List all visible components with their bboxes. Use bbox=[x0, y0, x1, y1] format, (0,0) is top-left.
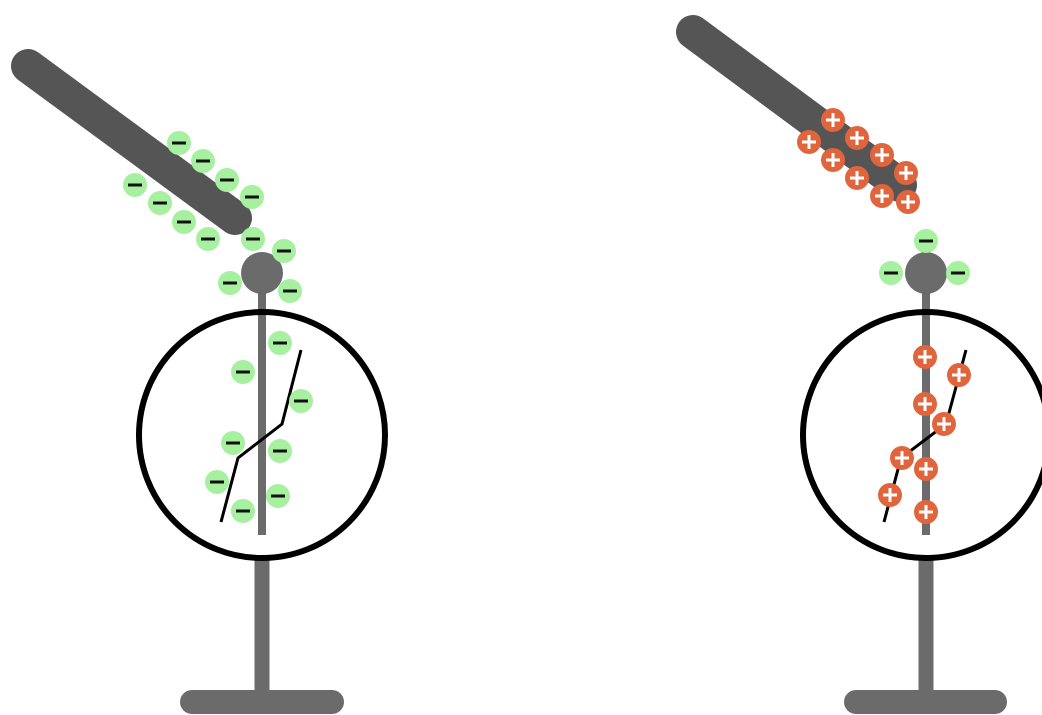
negative-charge-icon bbox=[218, 271, 242, 295]
negative-charge-icon bbox=[268, 331, 292, 355]
positive-charge-icon bbox=[821, 108, 845, 132]
electroscope-right bbox=[676, 15, 1042, 714]
positive-charge-icon bbox=[947, 363, 971, 387]
rod-charges-left bbox=[123, 131, 265, 251]
charges-right bbox=[797, 108, 971, 524]
rod-charges-right bbox=[797, 108, 920, 214]
negative-charge-icon bbox=[266, 484, 290, 508]
leaf-charges-left bbox=[205, 331, 313, 523]
negative-charge-icon bbox=[278, 279, 302, 303]
positive-charge-icon bbox=[896, 190, 920, 214]
knob-left bbox=[241, 252, 283, 294]
charges-left bbox=[123, 131, 313, 523]
negative-charge-icon bbox=[196, 227, 220, 251]
positive-charge-icon bbox=[890, 446, 914, 470]
negative-charge-icon bbox=[167, 131, 191, 155]
negative-charge-icon bbox=[231, 499, 255, 523]
positive-charge-icon bbox=[797, 130, 821, 154]
positive-charge-icon bbox=[932, 412, 956, 436]
negative-charge-icon bbox=[272, 239, 296, 263]
negative-charge-icon bbox=[289, 389, 313, 413]
negative-charge-icon bbox=[148, 191, 172, 215]
positive-charge-icon bbox=[845, 126, 869, 150]
positive-charge-icon bbox=[870, 143, 894, 167]
positive-charge-icon bbox=[914, 500, 938, 524]
negative-charge-icon bbox=[123, 173, 147, 197]
positive-charge-icon bbox=[894, 161, 918, 185]
leaf-needle-left bbox=[219, 349, 303, 523]
positive-charge-icon bbox=[878, 483, 902, 507]
positive-charge-icon bbox=[913, 345, 937, 369]
charged-rod-left bbox=[11, 49, 252, 235]
negative-charge-icon bbox=[215, 168, 239, 192]
positive-charge-icon bbox=[913, 392, 937, 416]
knob-charges-right bbox=[879, 229, 970, 285]
knob-charges-left bbox=[218, 239, 302, 303]
positive-charge-icon bbox=[914, 457, 938, 481]
glass-case-left bbox=[136, 309, 388, 561]
negative-charge-icon bbox=[946, 261, 970, 285]
charged-rod-right bbox=[676, 15, 917, 202]
negative-charge-icon bbox=[879, 261, 903, 285]
negative-charge-icon bbox=[231, 360, 255, 384]
knob-right bbox=[905, 252, 947, 294]
electroscope-left bbox=[11, 49, 388, 714]
positive-charge-icon bbox=[821, 148, 845, 172]
negative-charge-icon bbox=[221, 431, 245, 455]
negative-charge-icon bbox=[914, 229, 938, 253]
negative-charge-icon bbox=[241, 227, 265, 251]
leaf-charges-right bbox=[878, 345, 971, 524]
negative-charge-icon bbox=[268, 439, 292, 463]
negative-charge-icon bbox=[240, 185, 264, 209]
negative-charge-icon bbox=[172, 210, 196, 234]
positive-charge-icon bbox=[870, 184, 894, 208]
negative-charge-icon bbox=[205, 470, 229, 494]
negative-charge-icon bbox=[191, 149, 215, 173]
positive-charge-icon bbox=[845, 166, 869, 190]
glass-case-right bbox=[800, 309, 1042, 561]
